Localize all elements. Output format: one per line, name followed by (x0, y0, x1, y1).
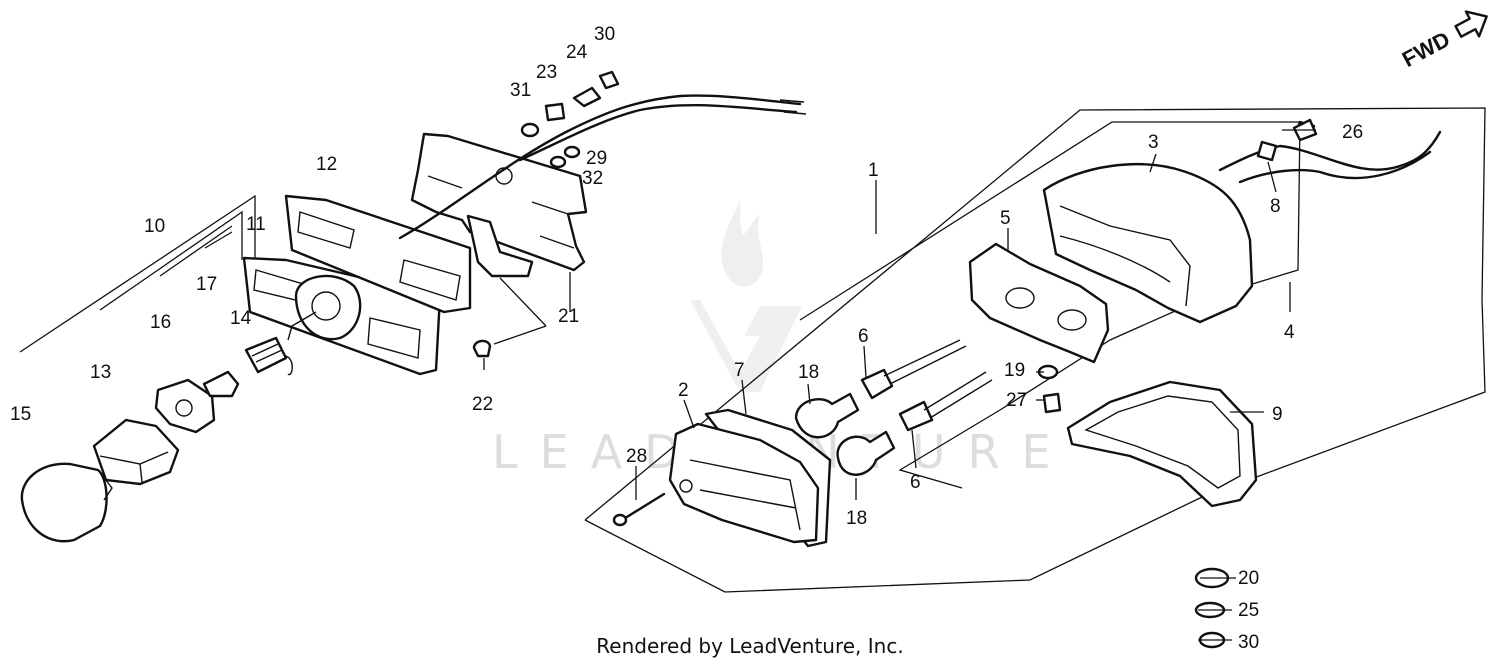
callout-8: 8 (1270, 196, 1281, 217)
leader-lines (483, 129, 1316, 641)
callout-30-top: 30 (594, 24, 615, 45)
callout-2: 2 (678, 380, 689, 401)
part-6-sockets (860, 339, 993, 432)
callout-4: 4 (1284, 322, 1295, 343)
callout-18-upper: 18 (798, 362, 819, 383)
part-9-gasket (1066, 380, 1258, 508)
callout-6-lower: 6 (910, 472, 921, 493)
fasteners-top (472, 70, 620, 358)
callout-29: 29 (586, 148, 607, 169)
callout-16: 16 (150, 312, 171, 333)
callout-11: 11 (246, 214, 266, 235)
part-15-lens-cover (20, 462, 113, 543)
callout-7: 7 (734, 360, 745, 381)
callout-32: 32 (582, 168, 603, 189)
part-11-12-reflector-base (242, 194, 472, 376)
part-3-taillight-housing (1042, 163, 1254, 324)
callout-22: 22 (472, 394, 493, 415)
callout-27: 27 (1006, 390, 1027, 411)
callout-24: 24 (566, 42, 588, 63)
left-assembly-bracket (19, 194, 256, 353)
callout-28: 28 (626, 446, 647, 467)
part-8-wire-harness (1218, 120, 1442, 184)
part-17-bulb (202, 370, 240, 398)
callout-13: 13 (90, 362, 111, 383)
callout-20: 20 (1238, 568, 1259, 589)
callout-17: 17 (196, 274, 217, 295)
part-5-socket-plate (968, 242, 1110, 364)
part-14-socket (244, 336, 293, 376)
wire-harness-left (398, 94, 807, 240)
callout-5: 5 (1000, 208, 1011, 229)
callout-25: 25 (1238, 600, 1259, 621)
callout-18-lower: 18 (846, 508, 867, 529)
forward-arrow-icon (1454, 10, 1488, 38)
part-28-screw (612, 492, 666, 527)
callout-6-upper: 6 (858, 326, 869, 347)
callout-10: 10 (144, 216, 165, 237)
forward-label: FWD (1398, 26, 1454, 72)
callout-21: 21 (558, 306, 579, 327)
part-13-light-housing (92, 418, 180, 486)
part-2-lens-cover (668, 422, 820, 544)
callout-1: 1 (868, 160, 879, 181)
callout-14: 14 (230, 308, 252, 329)
callout-26: 26 (1342, 122, 1363, 143)
callout-15: 15 (10, 404, 31, 425)
callout-labels: 1 2 3 4 5 6 6 7 8 9 10 11 12 13 14 15 16… (10, 24, 1363, 653)
forward-direction-arrow: FWD (1398, 10, 1488, 72)
watermark-logo (690, 200, 802, 392)
callout-30-bottom: 30 (1238, 632, 1259, 653)
callout-19: 19 (1004, 360, 1025, 381)
callout-9: 9 (1272, 404, 1283, 425)
part-21-bracket (410, 132, 588, 278)
part-18-bulbs (794, 392, 896, 476)
render-credit: Rendered by LeadVenture, Inc. (596, 634, 904, 658)
callout-23: 23 (536, 62, 557, 83)
callout-3: 3 (1148, 132, 1159, 153)
callout-31: 31 (510, 80, 531, 101)
part-16-gasket (154, 378, 216, 434)
callout-12: 12 (316, 154, 337, 175)
